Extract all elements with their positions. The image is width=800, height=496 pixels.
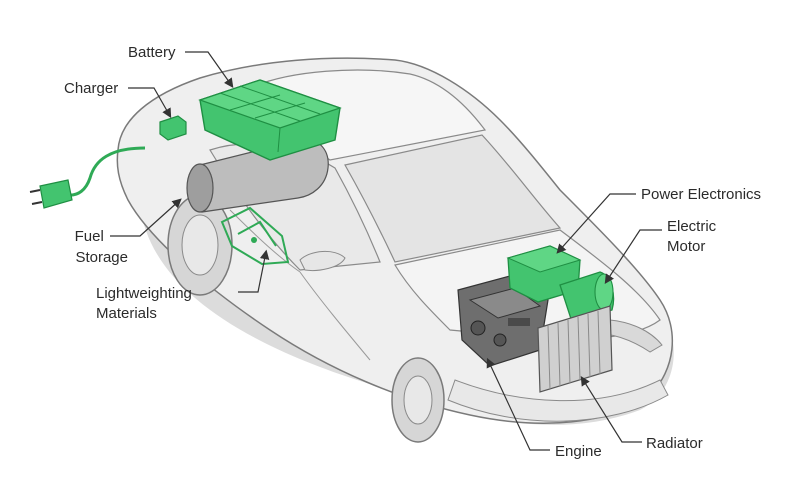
- battery-leader: [185, 51, 234, 88]
- battery-pack: [198, 79, 342, 161]
- lightweighting-materials-label: Lightweighting Materials: [96, 285, 196, 322]
- lightweighting-leader: [238, 249, 270, 293]
- lightweighting-label-line-1: Lightweighting: [96, 285, 192, 302]
- charger-leader: [128, 87, 172, 119]
- charger-box: [159, 115, 187, 141]
- fuel-storage-label: Fuel Storage: [75, 228, 128, 266]
- electric-motor-label: Electric Motor: [667, 218, 720, 255]
- plug-icon: [29, 179, 73, 209]
- electric-motor-label-line-2: Motor: [667, 238, 705, 255]
- front-wheel: [391, 357, 445, 443]
- lightweighting-frame: [220, 206, 290, 266]
- charger-label: Charger: [64, 80, 118, 97]
- power-electronics-label: Power Electronics: [641, 186, 761, 203]
- engine-block: [457, 275, 549, 367]
- rear-wheel: [167, 194, 233, 296]
- engine-label: Engine: [555, 443, 602, 460]
- charging-cable: [67, 146, 146, 197]
- battery-label: Battery: [128, 44, 176, 61]
- power-electronics-leader: [556, 193, 636, 254]
- electric-motor-label-line-1: Electric: [667, 218, 717, 235]
- radiator-unit: [537, 305, 613, 393]
- lightweighting-label-line-2: Materials: [96, 305, 157, 322]
- fuel-storage-label-line-2: Storage: [75, 249, 128, 266]
- engine-leader: [486, 357, 550, 451]
- electric-motor-leader: [604, 229, 662, 285]
- fuel-storage-leader: [110, 198, 182, 237]
- radiator-label: Radiator: [646, 435, 703, 452]
- fuel-storage-label-line-1: Fuel: [75, 228, 104, 245]
- radiator-leader: [580, 375, 642, 443]
